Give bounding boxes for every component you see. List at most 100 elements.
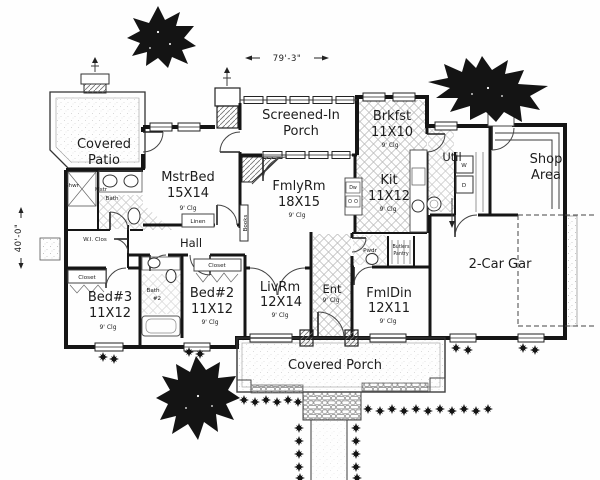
svg-text:12X11: 12X11: [368, 301, 410, 316]
patio-label: Covered: [77, 137, 131, 152]
closet-door-arc: [113, 238, 129, 254]
kitchen-sink: [411, 199, 425, 213]
fixtures: [67, 149, 474, 337]
master-vanity: [98, 170, 143, 193]
width-dimension-label: 79'-3": [273, 54, 302, 64]
svg-text:11X12: 11X12: [368, 189, 410, 204]
window: [149, 122, 173, 132]
tree-icon: [127, 6, 196, 68]
patio-floor-texture: [55, 97, 140, 164]
pantry-label: Butlers: [393, 244, 410, 250]
height-dimension-label: 40'-0": [14, 224, 24, 253]
family-room-label: FmlyRm: [272, 179, 325, 194]
small-labels: Shwr Mstr Bath W.I. Clos Linen Closet Cl…: [65, 163, 467, 302]
window: [177, 122, 201, 132]
svg-text:Porch: Porch: [283, 124, 319, 139]
svg-text:9' Clg: 9' Clg: [379, 206, 396, 213]
svg-text:9' Clg: 9' Clg: [99, 324, 116, 331]
cased-opening-arc: [277, 267, 306, 296]
kitchen-util-door-arc: [426, 133, 446, 153]
shower: [67, 171, 97, 207]
interior-walls: [66, 103, 518, 347]
window: [434, 121, 458, 131]
room-labels: Covered Patio MstrBed 15X14 9' Clg Scree…: [77, 108, 562, 373]
front-door-arc: [317, 311, 345, 339]
svg-text:9' Clg: 9' Clg: [288, 212, 305, 219]
room-family: FmlyRm 18X15 9' Clg: [272, 179, 325, 219]
svg-text:11X12: 11X12: [89, 306, 131, 321]
svg-text:15X14: 15X14: [167, 186, 209, 201]
dryer-label: D: [462, 183, 466, 189]
driveway-strip: [565, 215, 578, 327]
covered-porch-label: Covered Porch: [288, 358, 382, 373]
sink: [147, 257, 161, 269]
room-covered-porch: Covered Porch: [288, 358, 382, 373]
room-living: LivRm 12X14 9' Clg: [260, 280, 302, 319]
breakfast-label: Brkfst: [373, 109, 411, 124]
doors: [105, 101, 515, 339]
screened-porch-label: Screened-In: [262, 108, 340, 123]
svg-text:9' Clg: 9' Clg: [271, 312, 288, 319]
powder-toilet: [365, 253, 379, 265]
covered-porch-structure: [236, 329, 446, 480]
room-dining: FmlDin 12X11 9' Clg: [366, 286, 412, 325]
kitchen-label: Kit: [380, 173, 397, 188]
tree-icon: [156, 356, 240, 440]
walkway-texture: [311, 420, 347, 480]
porch-floor-texture: [239, 340, 443, 390]
master-bed-door-arc: [216, 204, 238, 226]
room-shop: Shop Area: [530, 152, 563, 183]
dining-door-arc: [353, 266, 373, 286]
range: [411, 167, 426, 186]
window: [362, 92, 386, 102]
garage-door-arc: [454, 214, 478, 238]
shower-label: Shwr: [65, 183, 80, 189]
bed3-door-arc: [105, 267, 127, 289]
patio-chimney: [80, 73, 110, 85]
master-bath-label: Mstr: [95, 187, 108, 193]
closet-chevrons: [67, 258, 242, 294]
window: [517, 333, 545, 343]
room-breakfast: Brkfst 11X10 9' Clg: [371, 109, 413, 149]
svg-text:9' Clg: 9' Clg: [379, 318, 396, 325]
master-bed-label: MstrBed: [161, 170, 215, 185]
sink: [102, 174, 118, 188]
bed2-label: Bed#2: [190, 286, 234, 301]
porch-edge-stones: [250, 384, 304, 394]
dining-label: FmlDin: [366, 286, 412, 301]
window: [183, 342, 211, 352]
svg-text:12X14: 12X14: [260, 295, 302, 310]
fireplace-chimney: [214, 67, 241, 129]
svg-text:9' Clg: 9' Clg: [381, 142, 398, 149]
tub: [141, 315, 181, 337]
living-room-label: LivRm: [260, 280, 300, 295]
walkway: [310, 420, 348, 480]
screen-wall-segments: [240, 96, 357, 159]
porch-column: [299, 329, 314, 347]
linen-label: Linen: [190, 219, 206, 225]
room-kitchen: Kit 11X12 9' Clg: [368, 173, 410, 213]
room-covered-patio: Covered Patio: [77, 137, 131, 168]
water-heater: [426, 196, 442, 212]
cased-opening-arc: [249, 267, 278, 296]
bed3-label: Bed#3: [88, 290, 132, 305]
bath2-vanity: [141, 256, 181, 271]
svg-text:9' Clg: 9' Clg: [322, 297, 339, 304]
window: [449, 333, 477, 343]
walkin-closet-label: W.I. Clos: [83, 237, 107, 243]
svg-text:9' Clg: 9' Clg: [201, 319, 218, 326]
bath2-tile: [142, 274, 182, 314]
room-bed2: Bed#2 11X12 9' Clg: [190, 286, 234, 326]
toilet: [165, 269, 177, 283]
room-util: Util: [442, 150, 461, 164]
entry-label: Ent: [322, 282, 342, 296]
porch-family-door-arc: [262, 156, 288, 182]
porch-pier: [429, 377, 446, 393]
kitchen-counter: [409, 149, 428, 233]
porch-edge-stones: [361, 382, 429, 392]
porch-master-door-arc: [219, 131, 241, 153]
dimension-height: 40'-0": [14, 207, 24, 269]
window: [392, 92, 416, 102]
